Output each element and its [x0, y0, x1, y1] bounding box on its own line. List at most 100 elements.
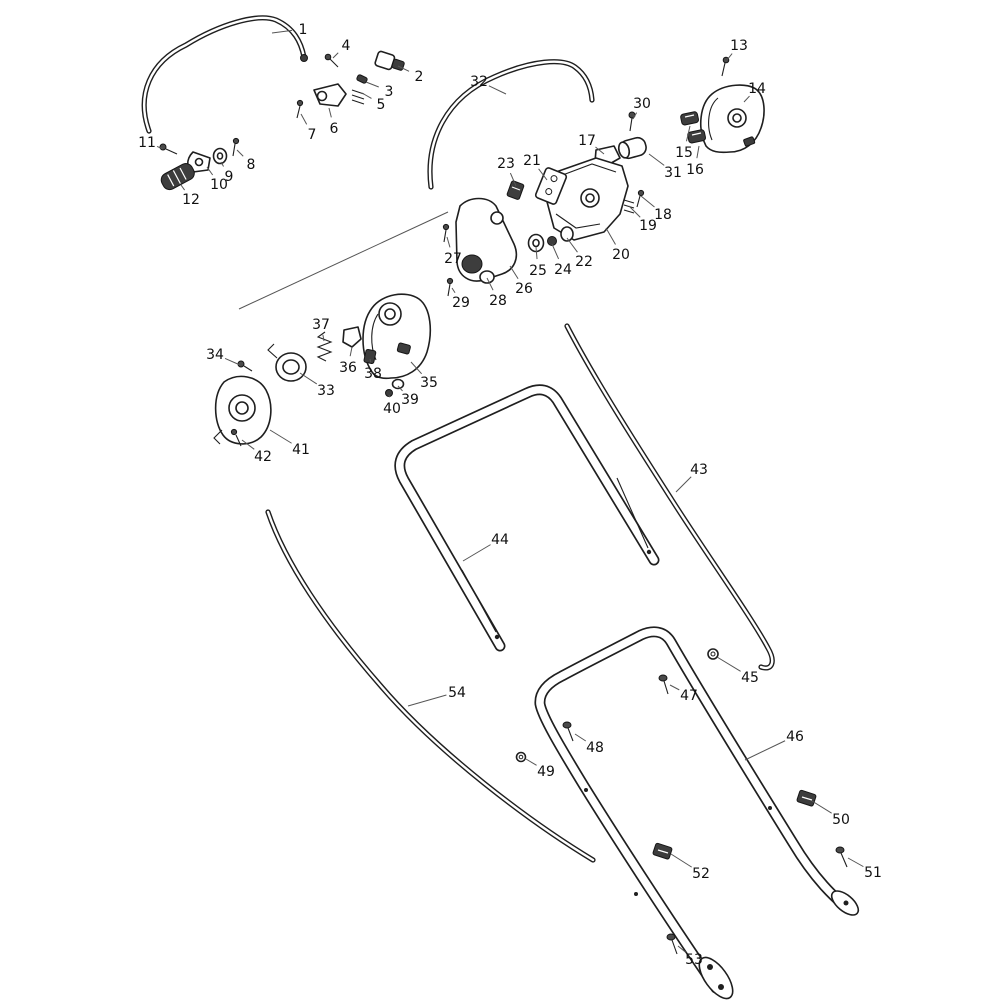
leader-line-43 — [675, 476, 692, 493]
leader-line-33 — [299, 372, 318, 385]
part-number-52: 52 — [692, 866, 710, 882]
part-label-27: 27 — [444, 236, 462, 267]
part-number-17: 17 — [578, 133, 596, 149]
part-number-2: 2 — [415, 69, 424, 85]
part-number-34: 34 — [206, 347, 224, 363]
leader-line-21 — [538, 168, 548, 181]
part-number-32: 32 — [470, 74, 488, 90]
part-32-cable — [427, 59, 595, 190]
part-label-13: 13 — [726, 38, 748, 61]
part-label-53: 53 — [677, 945, 703, 968]
leader-line-47 — [669, 684, 680, 691]
leader-line-17 — [595, 146, 605, 155]
part-51-bolt — [835, 846, 848, 868]
part-number-54: 54 — [448, 685, 466, 701]
part-28-roller — [479, 270, 495, 284]
part-number-18: 18 — [654, 207, 672, 223]
leader-line-8 — [236, 149, 244, 157]
part-number-3: 3 — [385, 84, 394, 100]
part-number-1: 1 — [299, 22, 308, 38]
part-label-26: 26 — [509, 265, 533, 297]
part-number-45: 45 — [741, 670, 759, 686]
leader-line-14 — [743, 95, 750, 103]
part-label-7: 7 — [300, 113, 316, 143]
part-43-cable — [564, 323, 775, 671]
part-44-upper-handle — [394, 384, 660, 652]
leader-line-2 — [397, 65, 410, 72]
part-label-45: 45 — [716, 656, 759, 686]
part-52-clip — [652, 842, 673, 860]
part-22-washer — [560, 226, 574, 242]
leader-line-25 — [535, 246, 538, 260]
part-label-50: 50 — [811, 800, 850, 828]
part-32-cable-core — [428, 60, 594, 189]
part-7-screw — [296, 99, 304, 119]
leader-line-51 — [847, 857, 864, 868]
part-26-lever — [455, 197, 518, 282]
part-label-9: 9 — [220, 161, 233, 185]
leader-line-12 — [180, 184, 186, 191]
part-3-pin — [356, 74, 368, 84]
alignment-line — [238, 211, 449, 310]
part-1-cable-core — [143, 16, 306, 133]
part-25-washer — [527, 233, 545, 253]
part-49-nut — [515, 751, 527, 763]
parts-artwork — [141, 15, 860, 1000]
part-label-35: 35 — [410, 361, 438, 391]
part-label-25: 25 — [529, 246, 547, 279]
part-8-screw — [232, 137, 240, 157]
part-21-plate — [534, 167, 568, 205]
part-label-38: 38 — [364, 358, 382, 382]
part-label-42: 42 — [241, 439, 272, 465]
part-number-36: 36 — [339, 360, 357, 376]
part-27-screw — [442, 223, 450, 243]
part-number-29: 29 — [452, 295, 470, 311]
part-number-25: 25 — [529, 263, 547, 279]
part-number-42: 42 — [254, 449, 272, 465]
leader-line-32 — [488, 85, 507, 95]
part-label-32: 32 — [470, 74, 507, 95]
part-number-49: 49 — [537, 764, 555, 780]
part-label-49: 49 — [525, 758, 555, 780]
part-9-washer — [212, 147, 228, 165]
part-number-20: 20 — [612, 247, 630, 263]
part-29-screw — [446, 277, 454, 297]
leader-line-26 — [509, 265, 519, 279]
part-label-41: 41 — [269, 429, 310, 458]
part-number-22: 22 — [575, 254, 593, 270]
leader-line-36 — [349, 346, 353, 357]
part-label-12: 12 — [180, 184, 200, 208]
part-label-4: 4 — [332, 38, 351, 59]
leader-line-40 — [388, 394, 391, 398]
part-number-40: 40 — [383, 401, 401, 417]
leader-line-7 — [300, 113, 308, 125]
part-46-lower-handle — [534, 626, 860, 1000]
part-number-19: 19 — [639, 218, 657, 234]
part-number-11: 11 — [138, 135, 156, 151]
leader-line-35 — [410, 361, 423, 375]
part-label-1: 1 — [271, 22, 308, 38]
part-label-54: 54 — [407, 685, 466, 707]
part-label-36: 36 — [339, 346, 357, 376]
leader-line-38 — [369, 358, 372, 363]
leader-line-48 — [574, 733, 587, 742]
part-number-43: 43 — [690, 462, 708, 478]
part-label-34: 34 — [206, 347, 241, 366]
leader-line-11 — [156, 145, 164, 150]
part-number-50: 50 — [832, 812, 850, 828]
leader-line-27 — [446, 236, 451, 248]
leader-line-18 — [640, 195, 655, 208]
part-6-bracket — [313, 83, 347, 107]
leader-line-29 — [451, 287, 456, 294]
part-33-ring — [267, 343, 307, 382]
leader-line-37 — [322, 334, 325, 342]
leader-line-15 — [685, 125, 691, 142]
part-12-grip — [160, 163, 195, 191]
leader-line-1 — [271, 29, 293, 34]
leader-line-3 — [365, 81, 379, 88]
part-number-4: 4 — [342, 38, 351, 54]
leader-line-31 — [648, 153, 665, 166]
part-label-16: 16 — [686, 145, 704, 178]
